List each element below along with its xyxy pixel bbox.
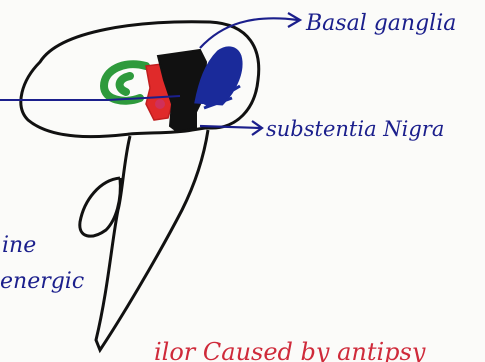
label-left-line1: ine	[2, 233, 36, 258]
label-substantia-nigra: substentia Nigra	[266, 117, 444, 141]
label-left-line2: energic	[0, 269, 84, 294]
pink-spot	[155, 99, 165, 109]
label-basal-ganglia: Basal ganglia	[305, 11, 456, 36]
bottom-caption: ilor Caused by antipsy	[154, 338, 426, 362]
green-structure	[104, 64, 146, 100]
brainstem-outline	[96, 130, 208, 350]
